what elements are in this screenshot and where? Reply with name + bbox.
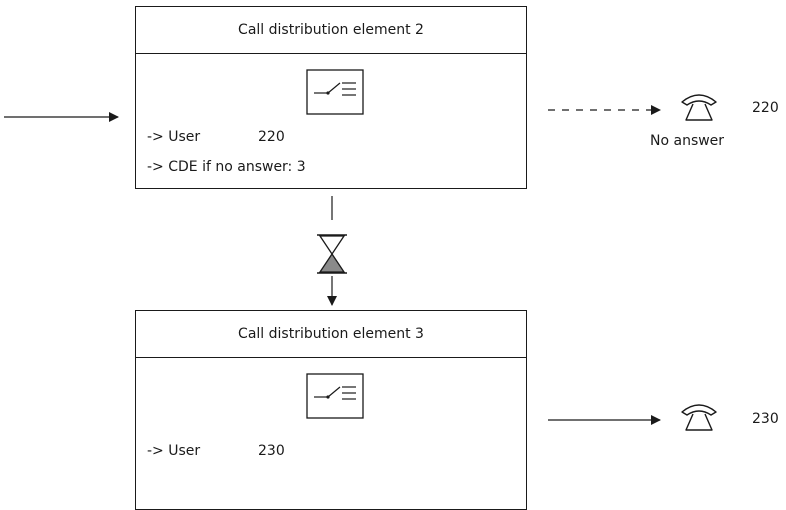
user-value: 220 [258,129,285,145]
hourglass-icon [317,234,347,274]
user-prefix: -> User [147,443,201,459]
user-line: -> User 220 [147,129,285,145]
call-distribution-switch-icon [306,373,364,419]
telephone-icon [681,404,717,431]
call-distribution-element-3: Call distribution element 3 -> User 230 [135,310,527,510]
element-title: Call distribution element 2 [136,7,526,54]
target-extension-220: 220 [752,100,779,116]
user-prefix: -> User [147,129,201,145]
connector-layer [4,105,661,425]
call-distribution-element-2: Call distribution element 2 -> User 220 … [135,6,527,189]
element-title: Call distribution element 3 [136,311,526,358]
call-distribution-switch-icon [306,69,364,115]
no-answer-rule: -> CDE if no answer: 3 [147,159,306,175]
user-line: -> User 230 [147,443,285,459]
no-answer-caption: No answer [650,133,725,149]
user-value: 230 [258,443,285,459]
target-extension-230: 230 [752,411,779,427]
telephone-icon [681,94,717,121]
